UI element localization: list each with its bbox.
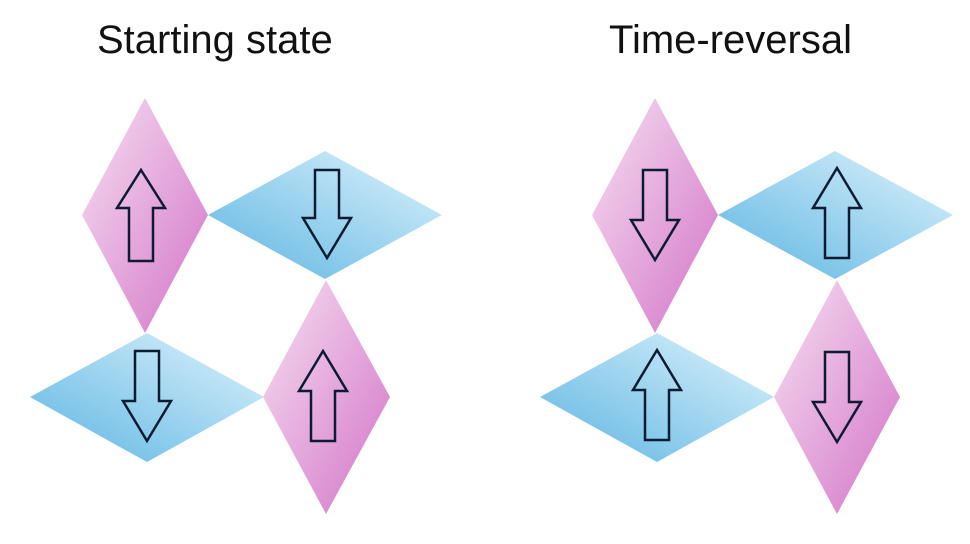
starting-state-diagram (30, 98, 442, 514)
magenta-spin-tile-top-left (592, 98, 718, 333)
up-arrow-icon (114, 167, 168, 263)
cyan-spin-tile-top-right (718, 151, 953, 279)
cyan-spin-tile-top-right (208, 151, 442, 279)
time-reversal-panel: Time-reversal (485, 0, 970, 544)
cyan-spin-tile-bottom-left (540, 333, 774, 462)
magenta-spin-tile-top-left (82, 98, 208, 333)
time-reversal-diagram (540, 98, 953, 514)
magenta-spin-tile-bottom-right (263, 280, 390, 514)
magenta-spin-tile-bottom-right (774, 280, 900, 514)
up-arrow-icon (630, 347, 684, 442)
down-arrow-icon (810, 350, 864, 445)
down-arrow-icon (300, 168, 354, 261)
starting-state-panel: Starting state (30, 18, 442, 514)
up-arrow-icon (810, 165, 864, 260)
down-arrow-icon (120, 349, 174, 444)
starting-state-title: Starting state (97, 18, 333, 62)
cyan-spin-tile-bottom-left (30, 333, 264, 462)
down-arrow-icon (628, 168, 682, 263)
time-reversal-title: Time-reversal (609, 18, 852, 62)
up-arrow-icon (296, 348, 350, 443)
